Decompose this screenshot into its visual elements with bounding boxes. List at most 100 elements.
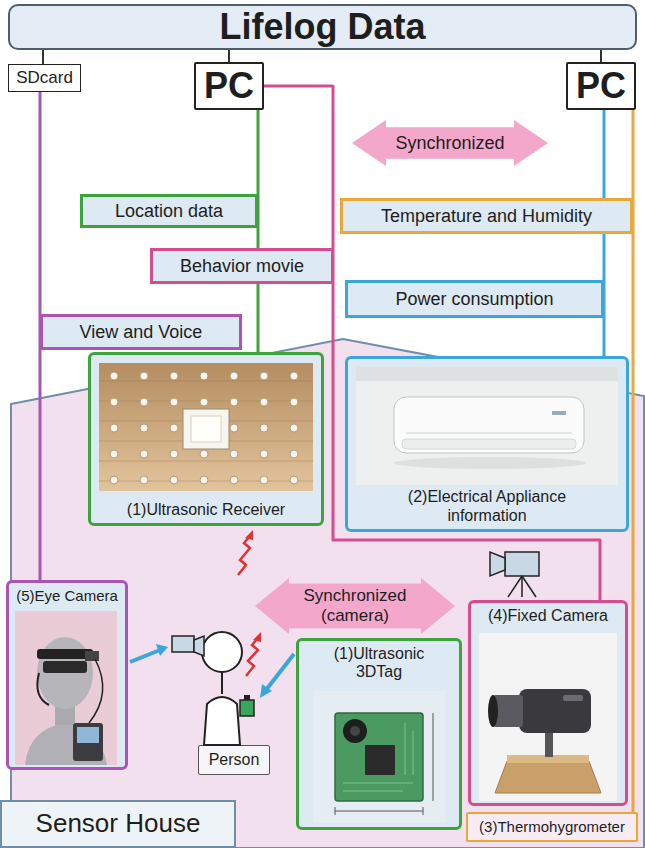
node-label: SDcard [16,68,73,88]
tripod-leg [521,576,523,597]
receiver-dots [99,363,313,491]
chip [365,745,395,775]
person-figure [172,632,254,745]
edge-label: Location data [115,201,223,222]
cable [89,659,103,723]
headband [37,649,93,659]
shadow [394,457,586,469]
pointer-line [130,650,160,662]
signal-head [245,530,253,540]
pointer-arrow [130,644,294,698]
camera-lens [490,552,505,576]
edge-label-box: Behavior movie [150,248,334,284]
tag-box: (1)Ultrasonic 3DTag [296,638,462,830]
head-camera [172,636,194,652]
dimension-tick [335,807,336,815]
person-torso [204,697,240,745]
connector [42,50,44,64]
sync-arrow: Synchronized (camera) [255,578,455,634]
mannequin-shoulders [25,723,107,765]
edge-label-box: Temperature and Humidity [340,198,633,234]
signal-zigzag [238,536,250,575]
ac-unit [394,397,584,453]
ultrasonic-signal [238,530,261,676]
appliance-box: (2)Electrical Appliance information [345,356,629,532]
pointer-head [260,684,272,698]
connector [600,50,602,62]
signal-head [253,632,261,642]
head-camera-lens [194,636,204,656]
dimension-line [433,713,434,801]
air-conditioner-photo [356,367,618,485]
camera-body [519,689,591,733]
recorder-screen [77,727,99,743]
region-label-box: Sensor House [0,800,236,848]
mini-camera [85,651,99,661]
transducer-core [350,726,360,736]
sensor-house-region: Sensor House (1)Ultrasonic Receiver (2)E… [10,338,645,848]
wall [356,367,618,485]
wooden-stand [495,761,601,793]
recorder [73,723,103,761]
camera-highlight [563,695,583,701]
node-label: (1)Ultrasonic 3DTag [314,645,444,682]
connector [264,86,600,600]
signal-zigzag [246,638,258,676]
lifelog-box: Lifelog Data [8,4,637,50]
mannequin-head [37,637,93,709]
camera-icon [490,552,539,597]
connector [257,110,260,352]
ceiling-photo [99,363,313,491]
edge-label-box: Power consumption [345,280,604,318]
camera-body [505,552,539,576]
visor [43,661,87,673]
tag-sensor [244,695,250,700]
photo-ground [479,633,617,801]
node-label: PC [204,67,254,105]
ceiling-light [183,409,229,449]
camera-arm [545,729,553,757]
ac-louver [402,439,576,449]
dimension-tick [423,807,424,815]
edge-label: Temperature and Humidity [381,206,592,227]
thermohygrometer-box: (3)Thermohygrometer [466,812,638,842]
node-label: Lifelog Data [219,8,425,46]
pc-box: PC [194,62,264,110]
node-label: Person [209,751,260,769]
edge-label: Power consumption [395,289,553,310]
ceiling-edge [356,367,618,381]
node-label: (2)Electrical Appliance information [372,488,602,525]
pointer-head [156,644,168,656]
receiver-box: (1)Ultrasonic Receiver [88,352,324,526]
node-label: (3)Thermohygrometer [479,818,625,835]
person-head [202,632,242,672]
circuit-board [335,713,423,801]
double-arrow-fill [255,578,455,634]
tripod-leg [522,576,536,597]
board-traces [343,723,413,791]
pc-box: PC [566,62,636,110]
node-label: (5)Eye Camera [16,587,118,604]
fixed-camera-box: (4)Fixed Camera [468,600,628,806]
edge-label-box: Location data [80,194,258,228]
tag-photo [313,691,445,823]
fixed-camera-photo [479,633,617,801]
node-label: PC [576,67,626,105]
tripod-leg [508,576,522,597]
double-arrow-fill [352,120,548,166]
eye-camera-photo [15,611,117,765]
dimension-line [335,811,423,812]
edge-label: Behavior movie [180,256,304,277]
node-label: Synchronized [395,133,504,154]
node-label: Synchronized (camera) [296,586,414,625]
pointer-line [266,654,294,690]
lens-front [488,695,498,727]
eye-camera-box: (5)Eye Camera [6,580,128,770]
ac-indicator [552,411,566,415]
person-neck [221,672,223,694]
ceiling-light-panel [191,416,221,442]
transducer [343,719,367,743]
